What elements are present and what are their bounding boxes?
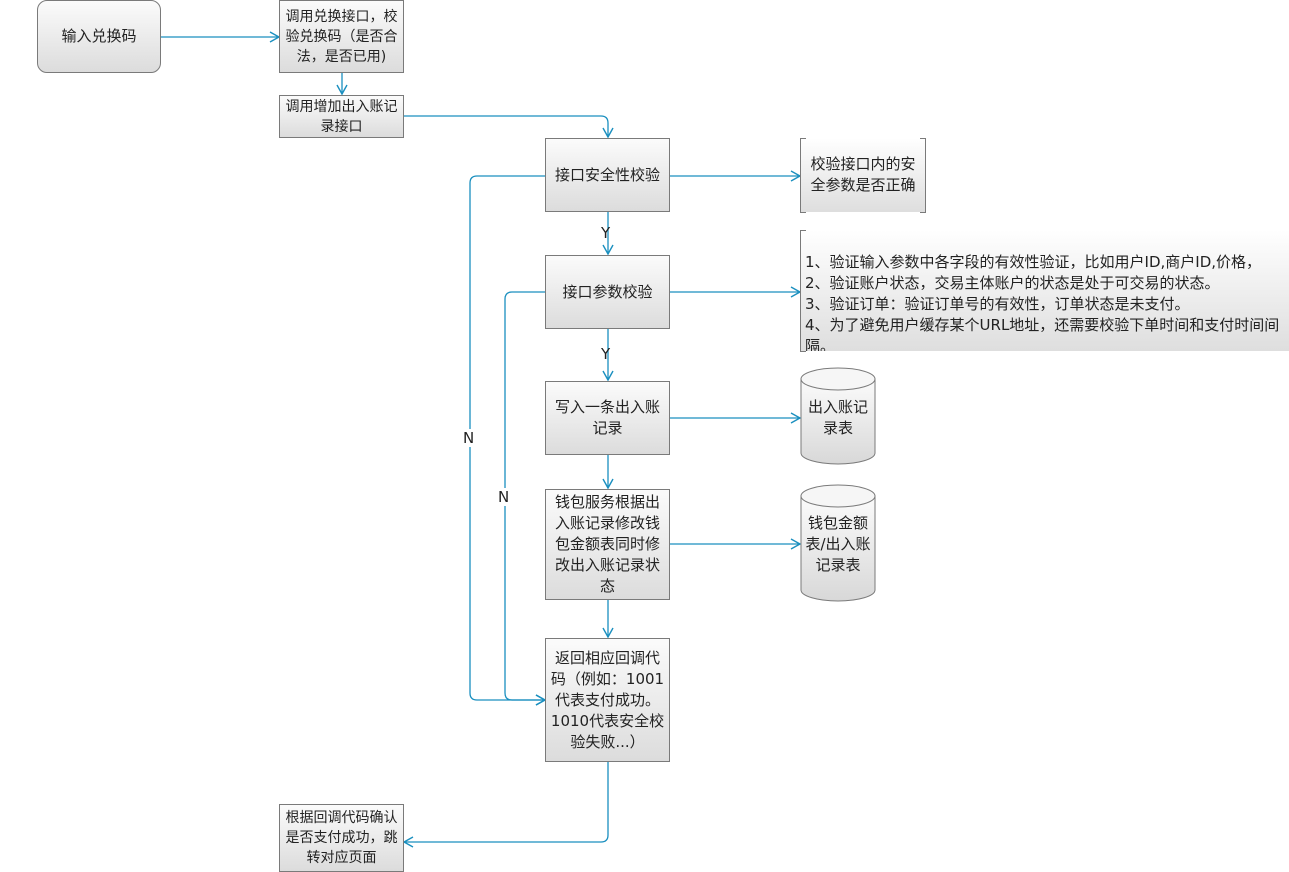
edge-label-no: N [463, 429, 475, 447]
node-write-record: 写入一条出入账 记录 [545, 381, 670, 455]
edge-label-no: N [498, 488, 510, 506]
edge-security-fail [469, 175, 547, 706]
edge-label-yes: Y [601, 224, 611, 242]
node-confirm-jump: 根据回调代码确认 是否支付成功，跳 转对应页面 [279, 804, 404, 872]
node-write-record-label: 写入一条出入账 记录 [554, 398, 660, 437]
node-wallet-update: 钱包服务根据出 入账记录修改钱 包金额表同时修 改出入账记录状 态 [545, 489, 670, 600]
node-security-check: 接口安全性校验 [545, 138, 670, 212]
edge-return-to-confirm [402, 762, 609, 848]
node-validate-code-label: 调用兑换接口，校 验兑换码（是否合 法，是否已用) [285, 8, 398, 65]
node-add-record-label: 调用增加出入账记 录接口 [285, 98, 398, 135]
datastore-record-table-label: 出入账记 录表 [807, 398, 868, 437]
edge-add-to-security [404, 115, 614, 139]
edge-param-fail [504, 291, 547, 706]
node-return-code: 返回相应回调代 码（例如：1001 代表支付成功。 1010代表安全校 验失败.… [545, 638, 670, 762]
node-input-code: 输入兑换码 [37, 0, 161, 73]
datastore-wallet-tables-label: 钱包金额 表/出入账 记录表 [805, 514, 871, 574]
node-return-code-label: 返回相应回调代 码（例如：1001 代表支付成功。 1010代表安全校 验失败.… [550, 648, 665, 751]
node-security-check-label: 接口安全性校验 [554, 165, 660, 184]
node-param-check: 接口参数校验 [545, 255, 670, 329]
node-confirm-jump-label: 根据回调代码确认 是否支付成功，跳 转对应页面 [285, 810, 398, 866]
node-add-record: 调用增加出入账记 录接口 [279, 95, 404, 138]
annotation-bracket-left [800, 230, 806, 352]
annotation-bracket-right [920, 138, 926, 213]
datastore-record-table: 出入账记 录表 [800, 367, 876, 467]
annotation-param-text: 1、验证输入参数中各字段的有效性验证，比如用户ID,商户ID,价格， 2、验证账… [805, 253, 1280, 351]
annotation-security: 校验接口内的安 全参数是否正确 [801, 138, 925, 212]
node-param-check-label: 接口参数校验 [562, 282, 653, 301]
node-validate-code: 调用兑换接口，校 验兑换码（是否合 法，是否已用) [279, 0, 404, 73]
node-input-code-label: 输入兑换码 [61, 27, 137, 45]
edge-label-yes: Y [601, 345, 611, 363]
node-wallet-update-label: 钱包服务根据出 入账记录修改钱 包金额表同时修 改出入账记录状 态 [554, 493, 660, 595]
annotation-security-text: 校验接口内的安 全参数是否正确 [810, 155, 916, 194]
datastore-wallet-tables: 钱包金额 表/出入账 记录表 [800, 484, 876, 604]
annotation-bracket-left [800, 138, 806, 213]
annotation-param: 1、验证输入参数中各字段的有效性验证，比如用户ID,商户ID,价格， 2、验证账… [801, 230, 1289, 351]
